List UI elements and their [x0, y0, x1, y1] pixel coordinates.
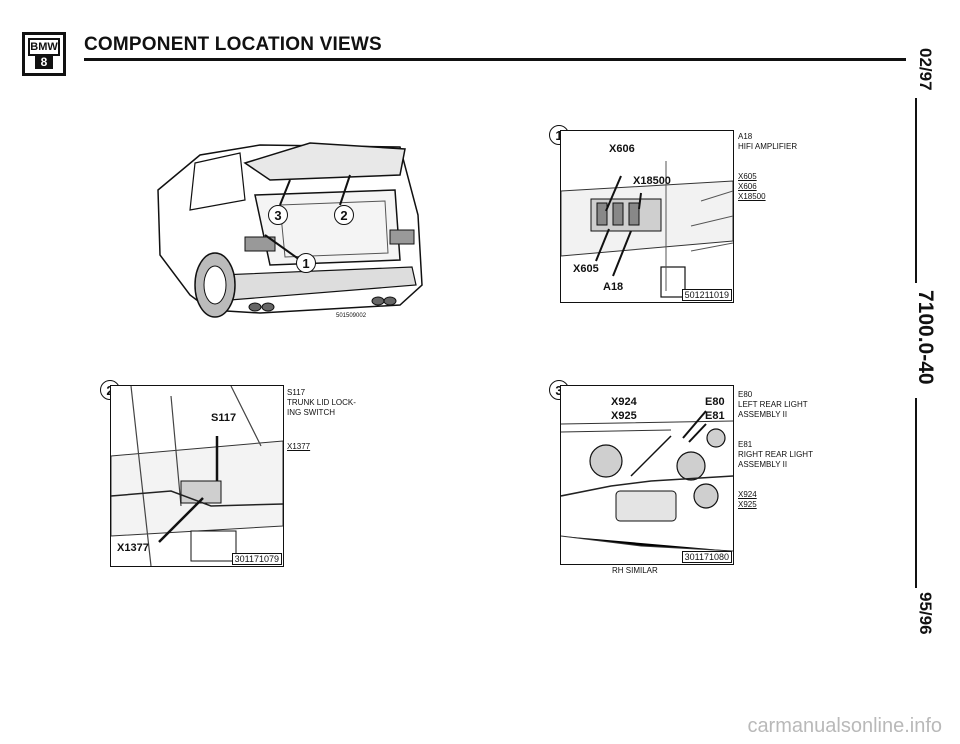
overview-illustration: 3 2 1 501509002 [150, 135, 430, 335]
view3-caption: RH SIMILAR [612, 566, 658, 575]
legend-code-x606: X606 [738, 182, 757, 191]
view1-callout-a18: A18 [603, 281, 624, 293]
legend-desc-s117: TRUNK LID LOCK-ING SWITCH [287, 398, 356, 417]
side-page-number: 7100.0-40 [914, 290, 937, 385]
overview-callout-2: 2 [334, 205, 354, 225]
view2-legend: S117 TRUNK LID LOCK-ING SWITCH X1377 [287, 388, 367, 452]
legend-code-x1377: X1377 [287, 442, 311, 451]
view3-callout-x924: X924 [611, 396, 637, 408]
legend-code-x18500: X18500 [738, 192, 766, 201]
view1-part-number: 501211019 [681, 289, 732, 301]
view3-drawing [561, 410, 733, 552]
legend-code-a18: A18 [738, 132, 753, 141]
view1-panel: X606 X18500 X605 A18 501211019 [560, 130, 734, 303]
view1-drawing [561, 161, 733, 298]
watermark: carmanualsonline.info [747, 715, 942, 737]
legend-code-s117: S117 [287, 388, 306, 397]
legend-code-x605: X605 [738, 172, 757, 181]
legend-code-x924: X924 [738, 490, 757, 499]
side-date: 02/97 [916, 48, 935, 91]
legend-code-x925: X925 [738, 500, 757, 509]
logo-brand: BMW [28, 38, 60, 56]
side-rule-top [915, 98, 917, 283]
bmw-8-logo: BMW 8 [22, 32, 66, 76]
overview-image-code: 501509002 [336, 313, 367, 319]
overview-callout-3: 3 [268, 205, 288, 225]
legend-desc-e81: RIGHT REAR LIGHT ASSEMBLY II [738, 450, 813, 469]
legend-code-e80: E80 [738, 390, 753, 399]
legend-code-e81: E81 [738, 440, 753, 449]
view2-panel: S117 X1377 301171079 [110, 385, 284, 567]
view2-drawing [111, 386, 283, 566]
side-rule-bottom [915, 398, 917, 588]
legend-desc-e80: LEFT REAR LIGHT ASSEMBLY II [738, 400, 808, 419]
view2-callout-s117: S117 [211, 412, 237, 424]
view3-callout-x925: X925 [611, 410, 637, 422]
view1-callout-x18500: X18500 [633, 175, 671, 187]
logo-series: 8 [35, 55, 53, 69]
view3-panel: X924 X925 E80 E81 301171080 [560, 385, 734, 565]
view3-callout-e80: E80 [705, 396, 725, 408]
side-model-years: 95/96 [916, 592, 935, 635]
view2-part-number: 301171079 [231, 553, 282, 565]
header-rule [84, 58, 906, 61]
car-rear-drawing [157, 142, 423, 318]
page-title: COMPONENT LOCATION VIEWS [84, 34, 382, 55]
view1-legend: A18 HIFI AMPLIFIER X605 X606 X18500 [738, 132, 838, 202]
legend-desc-a18: HIFI AMPLIFIER [738, 142, 798, 151]
view3-part-number: 301171080 [681, 551, 732, 563]
view3-callout-e81: E81 [705, 410, 725, 422]
view1-callout-x606: X606 [609, 143, 635, 155]
overview-callout-1: 1 [296, 253, 316, 273]
view2-callout-x1377: X1377 [117, 542, 149, 554]
view1-callout-x605: X605 [573, 263, 599, 275]
view3-legend: E80 LEFT REAR LIGHT ASSEMBLY II E81 RIGH… [738, 390, 838, 510]
